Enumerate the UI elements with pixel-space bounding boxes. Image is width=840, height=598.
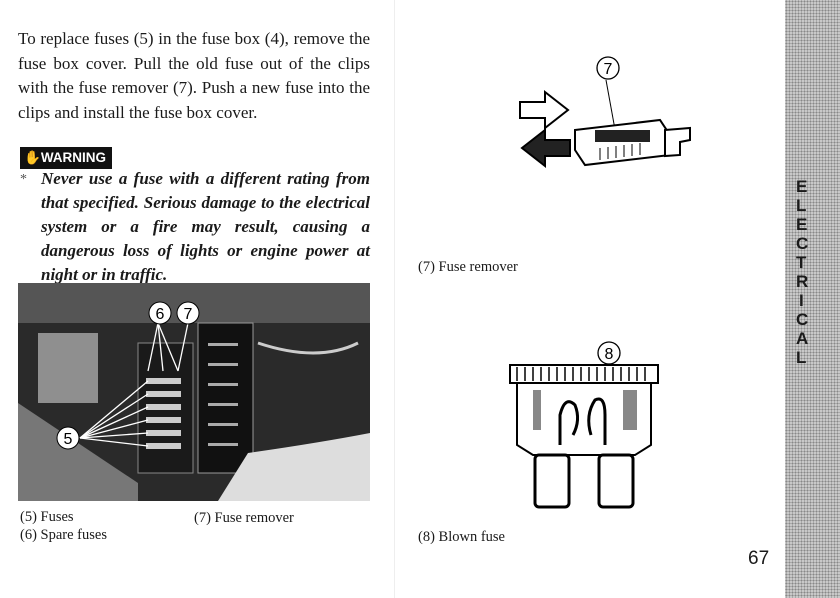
fuse-remover-illustration: 7	[519, 56, 691, 169]
caption-blown-fuse: (8) Blown fuse	[418, 529, 505, 545]
blown-fuse-callout: 8	[605, 346, 614, 363]
callout-6: 6	[148, 301, 172, 325]
callout-7: 7	[176, 301, 200, 325]
tab-letter: C	[796, 310, 809, 329]
instructions-paragraph: To replace fuses (5) in the fuse box (4)…	[18, 29, 370, 122]
callout-5: 5	[56, 426, 80, 450]
caption-fuse-remover-left: (7) Fuse remover	[194, 510, 294, 526]
remover-callout: 7	[604, 61, 613, 78]
tab-letter: E	[796, 177, 808, 196]
warning-bullet: *	[20, 172, 27, 187]
warning-label: ✋WARNING	[20, 147, 113, 169]
tab-letter: E	[796, 215, 808, 234]
caption-fuses: (5) Fuses	[20, 509, 74, 525]
warning-text: Never use a fuse with a different rating…	[41, 169, 370, 284]
svg-text:7: 7	[184, 306, 193, 323]
caption-spare-fuses: (6) Spare fuses	[20, 527, 107, 543]
svg-text:5: 5	[64, 431, 73, 448]
fuse-box-photo: 5 6 7	[18, 283, 370, 501]
push-arrow-icon	[519, 89, 570, 131]
svg-text:6: 6	[156, 306, 165, 323]
tab-letter: L	[796, 196, 807, 215]
tab-letter: R	[796, 272, 809, 291]
tab-letter: L	[796, 348, 807, 367]
warning-label-text: WARNING	[40, 150, 107, 165]
tab-letter: C	[796, 234, 809, 253]
section-tab-electrical	[785, 0, 840, 598]
caption-fuse-remover-right: (7) Fuse remover	[418, 259, 518, 275]
hand-icon: ✋	[24, 150, 41, 165]
tab-letter: I	[799, 291, 804, 310]
pull-arrow-icon	[520, 127, 571, 169]
tab-letter: T	[796, 253, 807, 272]
page-number: 67	[748, 548, 770, 569]
blown-fuse-illustration: 8	[509, 341, 659, 509]
tab-letter: A	[796, 329, 809, 348]
page-gutter	[394, 0, 395, 598]
